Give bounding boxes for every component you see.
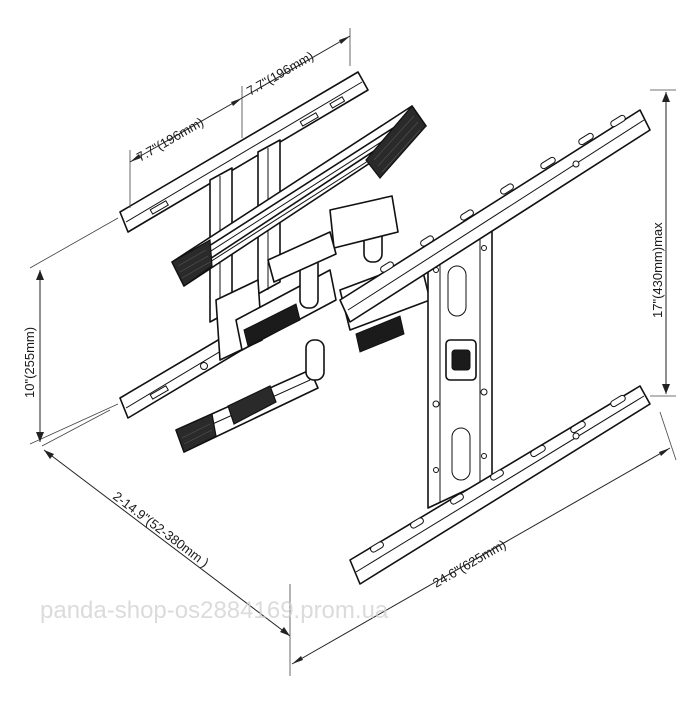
tv-lower-rail	[349, 385, 651, 585]
tv-upper-rail	[339, 109, 651, 323]
label-arm-spacing-right: 7.7"(196mm)	[244, 48, 316, 98]
arm-pad-lower-mid	[227, 385, 277, 425]
pivot-dark-block-2	[355, 315, 405, 353]
dim-max-vertical: 17"(430mm)max	[650, 89, 676, 397]
arm-pad-lower-left	[175, 413, 217, 453]
label-extension: 2-14.9"(52-380mm )	[110, 488, 212, 570]
arm-pad-upper-left	[171, 239, 213, 287]
label-bracket-height: 10"(255mm)	[22, 327, 37, 398]
label-max-horizontal: 24.6"(625mm)	[430, 537, 508, 591]
dim-bracket-height: 10"(255mm)	[22, 217, 119, 445]
arm-pad-upper-right	[365, 105, 427, 179]
label-arm-spacing-left: 7.7"(196mm)	[134, 114, 206, 164]
pivot-dark-block	[243, 303, 301, 347]
watermark-text: panda-shop-os2884169.prom.ua	[40, 597, 389, 624]
label-max-vertical: 17"(430mm)max	[650, 222, 665, 318]
swing-arm-lower	[175, 369, 319, 453]
swing-arm-upper	[171, 105, 427, 287]
tv-vertical-bracket	[427, 219, 493, 509]
